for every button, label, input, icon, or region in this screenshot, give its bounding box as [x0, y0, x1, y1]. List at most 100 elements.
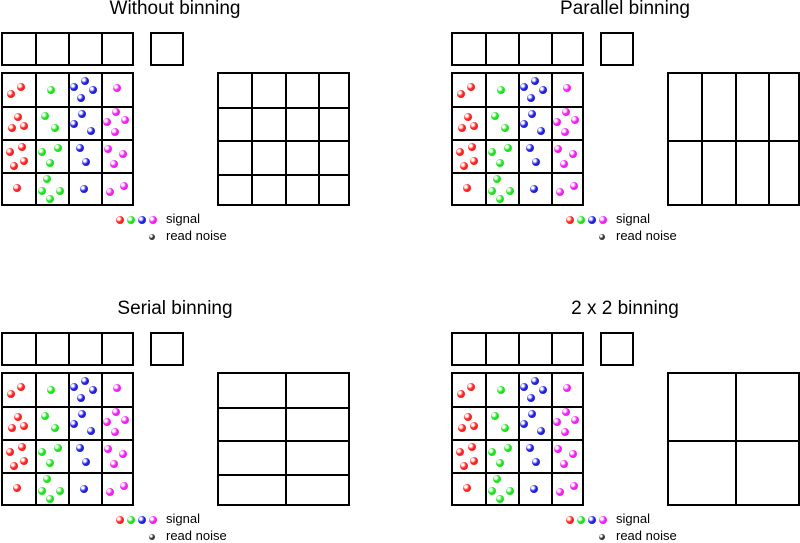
signal-dot-blue: [77, 394, 85, 402]
grid-line: [219, 473, 348, 476]
legend-signal-label: signal: [166, 211, 200, 226]
signal-dot-blue: [530, 185, 538, 193]
legend-signal-label: signal: [616, 211, 650, 226]
legend-signal-label: signal: [616, 511, 650, 526]
legend-dot-blue: [588, 516, 596, 524]
signal-dot-red: [6, 148, 14, 156]
signal-dot-green: [46, 159, 54, 167]
grid-line: [701, 74, 704, 204]
register-divider: [485, 334, 487, 364]
grid-line: [669, 140, 798, 142]
legend-dot-magenta: [149, 516, 157, 524]
signal-dot-magenta: [111, 428, 119, 436]
signal-dot-magenta: [106, 188, 114, 196]
register-divider: [35, 334, 37, 364]
legend-dot-blue: [138, 516, 146, 524]
signal-dot-red: [460, 162, 468, 170]
signal-dot-blue: [87, 427, 95, 435]
signal-dot-red: [463, 184, 471, 192]
signal-dot-green: [506, 487, 514, 495]
legend-dot-green: [577, 216, 585, 224]
signal-dot-red: [20, 457, 28, 465]
signal-dot-red: [17, 383, 25, 391]
signal-dot-blue: [82, 158, 90, 166]
signal-dot-magenta: [571, 416, 579, 424]
grid-line: [101, 74, 103, 204]
signal-dot-green: [38, 448, 46, 456]
signal-dot-blue: [81, 377, 89, 385]
signal-dot-blue: [89, 386, 97, 394]
legend-read-noise-label: read noise: [166, 228, 227, 243]
signal-dot-green: [496, 195, 504, 203]
signal-dot-magenta: [553, 418, 561, 426]
signal-dot-green: [488, 487, 496, 495]
signal-dot-magenta: [554, 445, 562, 453]
grid-line: [453, 439, 582, 441]
signal-dot-magenta: [561, 428, 569, 436]
signal-dot-magenta: [120, 482, 128, 490]
signal-dot-magenta: [111, 128, 119, 136]
legend-dot-read-noise: [599, 234, 605, 240]
legend-dot-read-noise: [599, 534, 605, 540]
signal-dot-green: [496, 459, 504, 467]
legend-read-noise-label: read noise: [166, 528, 227, 543]
binned-grid: [217, 372, 350, 506]
signal-dot-magenta: [120, 182, 128, 190]
signal-dot-magenta: [106, 488, 114, 496]
signal-dot-red: [13, 484, 21, 492]
signal-dot-green: [41, 412, 49, 420]
signal-dot-blue: [539, 386, 547, 394]
signal-dot-magenta: [563, 384, 571, 392]
pixel-grid: [451, 72, 584, 206]
signal-dot-blue: [520, 120, 528, 128]
signal-dot-blue: [70, 383, 78, 391]
grid-line: [734, 374, 737, 504]
signal-dot-red: [458, 424, 466, 432]
binned-grid: [217, 72, 350, 206]
signal-dot-blue: [80, 185, 88, 193]
signal-dot-red: [456, 148, 464, 156]
signal-dot-red: [8, 424, 16, 432]
signal-dot-blue: [77, 94, 85, 102]
signal-dot-red: [468, 143, 476, 151]
signal-dot-magenta: [112, 408, 120, 416]
grid-line: [317, 74, 320, 204]
signal-dot-red: [456, 448, 464, 456]
signal-dot-magenta: [110, 160, 118, 168]
signal-dot-red: [457, 390, 465, 398]
register-divider: [101, 34, 103, 64]
grid-line: [453, 172, 582, 174]
signal-dot-magenta: [560, 160, 568, 168]
legend-dot-read-noise: [149, 234, 155, 240]
signal-dot-blue: [520, 83, 528, 91]
serial-register: [451, 32, 584, 66]
pixel-grid: [1, 72, 134, 206]
signal-dot-red: [467, 83, 475, 91]
legend-dot-read-noise: [149, 534, 155, 540]
grid-line: [551, 74, 553, 204]
binned-grid: [667, 372, 800, 506]
register-divider: [551, 34, 553, 64]
signal-dot-red: [10, 462, 18, 470]
grid-line: [453, 406, 582, 408]
signal-dot-blue: [520, 383, 528, 391]
signal-dot-green: [501, 424, 509, 432]
grid-line: [767, 74, 770, 204]
signal-dot-blue: [82, 458, 90, 466]
signal-dot-red: [464, 413, 472, 421]
signal-dot-red: [470, 122, 478, 130]
legend-dot-green: [127, 216, 135, 224]
signal-dot-green: [493, 475, 501, 483]
signal-dot-blue: [76, 144, 84, 152]
signal-dot-red: [8, 124, 16, 132]
signal-dot-red: [20, 422, 28, 430]
grid-line: [453, 139, 582, 141]
serial-register: [451, 332, 584, 366]
signal-dot-green: [491, 112, 499, 120]
signal-dot-magenta: [104, 145, 112, 153]
signal-dot-magenta: [556, 188, 564, 196]
signal-dot-green: [46, 459, 54, 467]
register-divider: [551, 334, 553, 364]
signal-dot-blue: [70, 420, 78, 428]
